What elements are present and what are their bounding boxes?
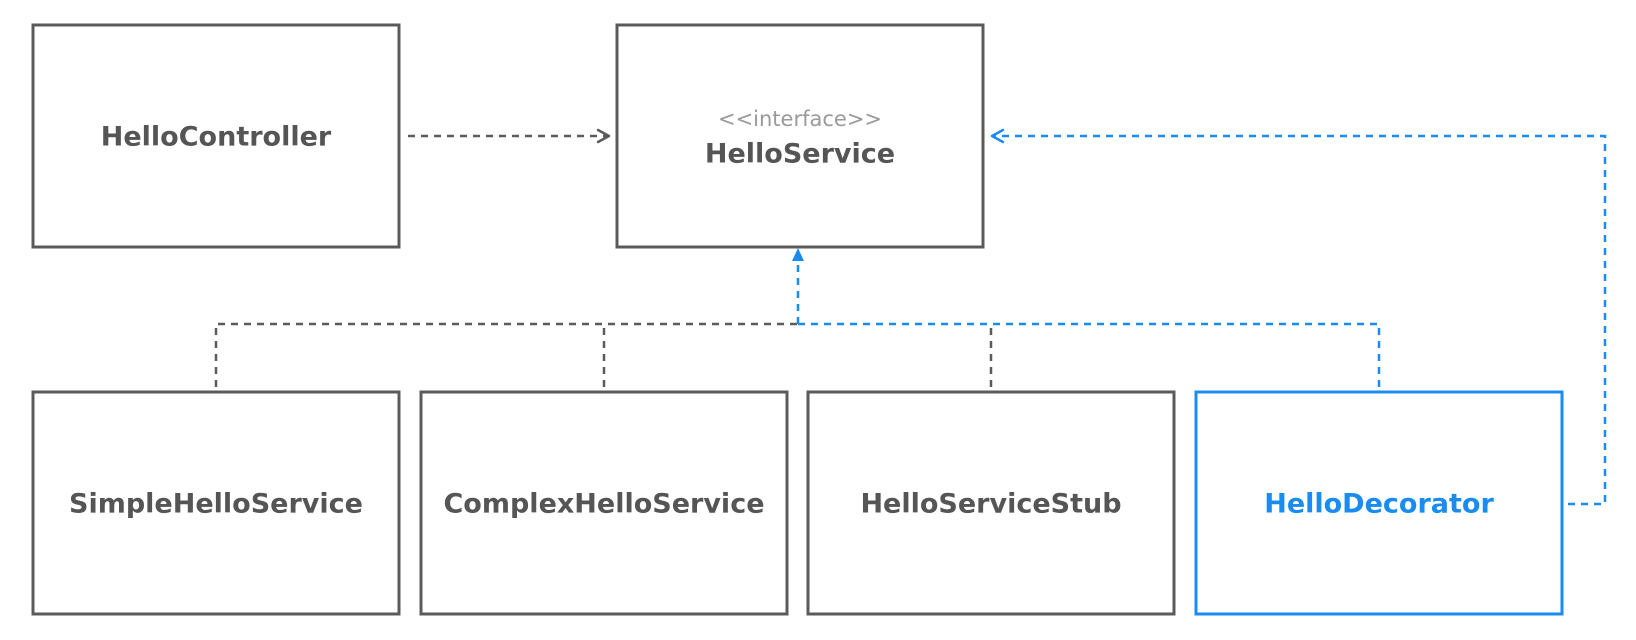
complex-hello-service-box — [419, 390, 789, 616]
edge-decorator-route-arrowhead — [990, 128, 1005, 144]
edge-decorator-to-service — [990, 128, 1607, 506]
hello-decorator-box — [1194, 390, 1564, 616]
edge-implementations-blue — [792, 248, 1381, 387]
hello-service-box — [615, 23, 985, 249]
hello-service-stub-label: HelloServiceStub — [860, 489, 1121, 520]
edge-implementations-gray — [214, 322, 993, 387]
simple-hello-service-node[interactable]: SimpleHelloService — [31, 390, 401, 616]
complex-hello-service-node[interactable]: ComplexHelloService — [419, 390, 789, 616]
hello-controller-label: HelloController — [101, 122, 332, 153]
edge-controller-arrowhead — [596, 128, 611, 144]
hello-controller-node[interactable]: HelloController — [31, 23, 401, 249]
complex-hello-service-label: ComplexHelloService — [443, 489, 764, 520]
interface-stereotype: <<interface>> — [718, 107, 882, 131]
hello-service-stub-box — [806, 390, 1176, 616]
hello-service-stub-node[interactable]: HelloServiceStub — [806, 390, 1176, 616]
hello-decorator-node[interactable]: HelloDecorator — [1194, 390, 1564, 616]
hello-service-label: HelloService — [705, 139, 895, 170]
edge-decorator-to-bus — [798, 322, 1381, 387]
edge-controller-to-service — [408, 128, 611, 144]
simple-hello-service-label: SimpleHelloService — [69, 489, 363, 520]
hello-service-node[interactable]: <<interface>> HelloService — [615, 23, 985, 249]
edge-simple-to-bus — [214, 322, 798, 387]
hello-controller-box — [31, 23, 401, 249]
simple-hello-service-box — [31, 390, 401, 616]
edge-decorator-route-line — [994, 134, 1607, 506]
hello-decorator-label: HelloDecorator — [1264, 489, 1494, 520]
edge-bus-to-service-arrowhead — [792, 248, 804, 261]
